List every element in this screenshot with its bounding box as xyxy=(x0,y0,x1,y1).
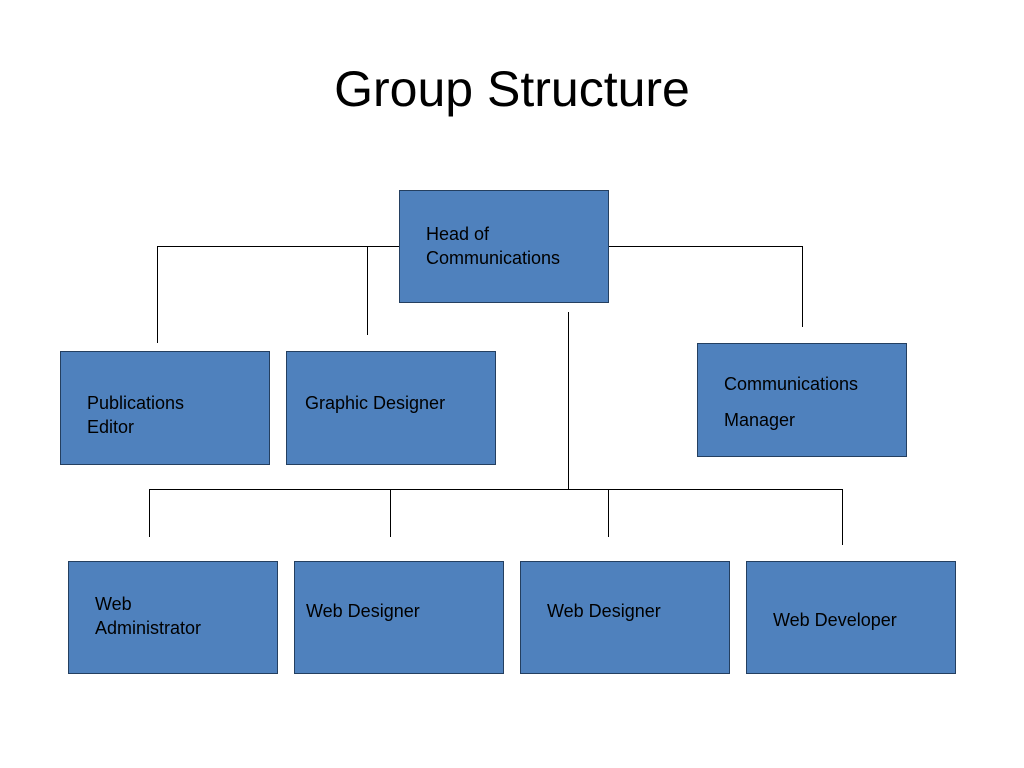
node-publications-editor: Publications Editor xyxy=(60,351,270,465)
node-label: Head of Communications xyxy=(426,224,561,268)
node-web-designer-2: Web Designer xyxy=(520,561,730,674)
node-web-administrator: Web Administrator xyxy=(68,561,278,674)
node-web-developer: Web Developer xyxy=(746,561,956,674)
node-label: Web Developer xyxy=(773,610,897,630)
node-communications-manager: Communications Manager xyxy=(697,343,907,457)
node-web-designer-1: Web Designer xyxy=(294,561,504,674)
node-label: Publications Editor xyxy=(87,393,185,437)
node-label: Web Administrator xyxy=(95,594,202,638)
node-label: Communications Manager xyxy=(724,374,859,430)
node-head-of-communications: Head of Communications xyxy=(399,190,609,303)
node-label: Web Designer xyxy=(306,601,420,621)
node-label: Web Designer xyxy=(547,601,661,621)
node-label: Graphic Designer xyxy=(305,393,446,413)
node-graphic-designer: Graphic Designer xyxy=(286,351,496,465)
slide-title: Group Structure xyxy=(334,61,690,117)
